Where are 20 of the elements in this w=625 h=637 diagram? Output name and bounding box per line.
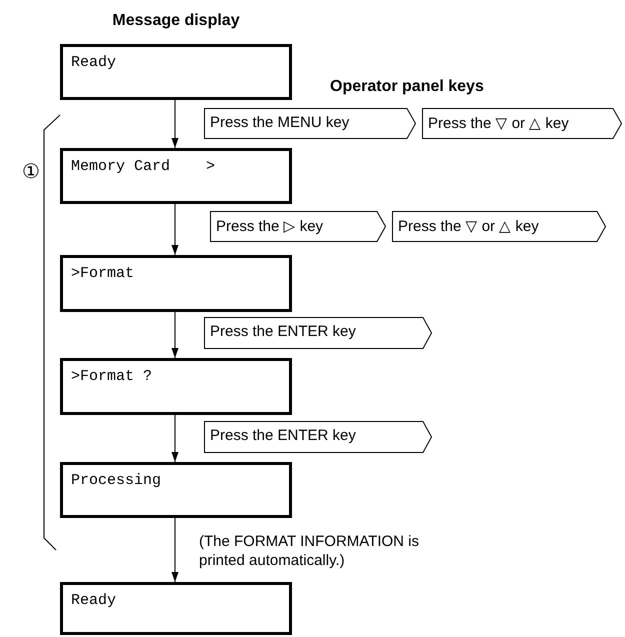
arrow <box>172 312 178 358</box>
display-screen-box: Ready <box>60 582 292 635</box>
arrow <box>172 518 178 582</box>
key-step-tag: Press the ENTER key <box>204 421 432 453</box>
column-heading: Operator panel keys <box>330 78 484 96</box>
key-step-tag: Press the ▷ key <box>210 211 386 242</box>
display-screen-box: Memory Card > <box>60 148 292 204</box>
display-screen-box: >Format <box>60 255 292 312</box>
arrow <box>172 100 178 148</box>
display-screen-box: >Format ? <box>60 358 292 415</box>
display-screen-box: Processing <box>60 462 292 518</box>
arrow <box>172 414 178 462</box>
key-step-tag: Press the ▽ or △ key <box>392 211 606 242</box>
arrow <box>172 204 178 256</box>
display-screen-box: Ready <box>60 44 292 100</box>
column-heading: Message display <box>112 12 240 30</box>
key-step-tag: Press the MENU key <box>204 108 416 139</box>
key-step-tag: Press the ▽ or △ key <box>422 108 622 139</box>
step-range-number: ① <box>22 160 40 184</box>
key-step-tag: Press the ENTER key <box>204 317 432 349</box>
